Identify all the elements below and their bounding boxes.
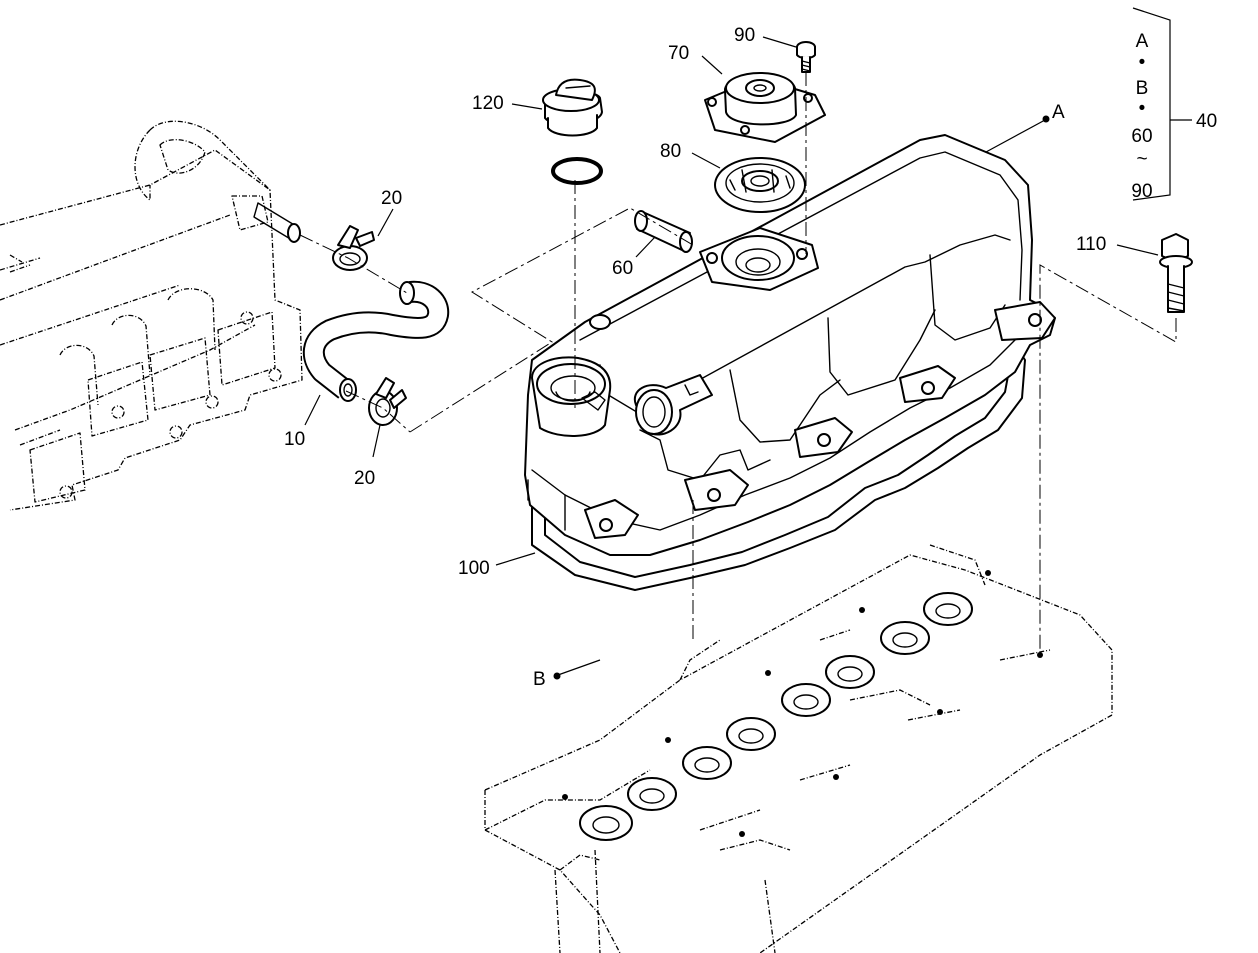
callout-ref-b: B <box>533 669 546 690</box>
valve-seat-3 <box>682 746 732 780</box>
valve-seat-1 <box>579 805 633 841</box>
valve-seat-2 <box>627 777 677 811</box>
hose-clamp-upper <box>332 225 375 271</box>
tube <box>634 210 693 253</box>
kit-legend-kit-number: 40 <box>1196 111 1217 132</box>
cover-plug <box>589 314 611 330</box>
callout-cover-bolt: 110 <box>1076 234 1106 255</box>
hose <box>302 280 450 402</box>
callout-breather-cover: 70 <box>668 43 689 64</box>
valve-seat-8 <box>923 592 973 626</box>
cover-boss-4 <box>899 365 956 403</box>
callout-filler-cap: 120 <box>472 93 504 114</box>
callout-hose-clamp-upper: 20 <box>381 188 402 209</box>
cover-boss-3 <box>794 417 853 458</box>
callout-hose-clamp-lower: 20 <box>354 468 375 489</box>
callout-cover-screw: 90 <box>734 25 755 46</box>
breather-outlet <box>633 374 713 436</box>
kit-legend-range-end: 90 <box>1131 181 1152 202</box>
callout-breather-diaphragm: 80 <box>660 141 681 162</box>
oil-filler-cap <box>542 78 603 137</box>
kit-legend-range-tilde: ~ <box>1136 149 1147 170</box>
callout-ref-a: A <box>1052 102 1065 123</box>
breather-diaphragm <box>714 157 806 213</box>
kit-legend-item-a: A <box>1136 31 1149 52</box>
valve-seat-6 <box>825 655 875 689</box>
breather-seat <box>699 227 819 291</box>
kit-legend-bullet-1: • <box>1139 52 1146 73</box>
cylinder-head <box>484 544 1113 953</box>
hose-clamp-lower <box>368 377 407 426</box>
callout-hose: 10 <box>284 429 305 450</box>
valve-seat-5 <box>781 683 831 717</box>
callout-labels: 120 70 90 80 60 20 10 20 100 110 A B <box>284 25 1106 690</box>
kit-legend-item-b: B <box>1136 78 1149 99</box>
cover-screw <box>796 41 816 73</box>
cover-boss-1 <box>584 499 639 539</box>
oil-filler-neck <box>531 356 612 437</box>
filler-cap-o-ring <box>551 157 603 185</box>
kit-legend-bullet-2: • <box>1139 98 1146 119</box>
valve-seat-4 <box>726 717 776 751</box>
kit-legend-range-start: 60 <box>1131 126 1152 147</box>
callout-tube: 60 <box>612 258 633 279</box>
assembly-centerlines <box>299 72 1177 655</box>
breather-cover <box>704 72 826 143</box>
cover-bolt <box>1159 233 1193 313</box>
intake-manifold <box>0 120 303 511</box>
kit-legend: A • B • 60 ~ 90 40 <box>1131 31 1217 202</box>
leader-lines <box>304 36 1159 680</box>
valve-seat-7 <box>880 621 930 655</box>
callout-cover-gasket: 100 <box>458 558 490 579</box>
kit-bracket <box>1132 7 1192 201</box>
